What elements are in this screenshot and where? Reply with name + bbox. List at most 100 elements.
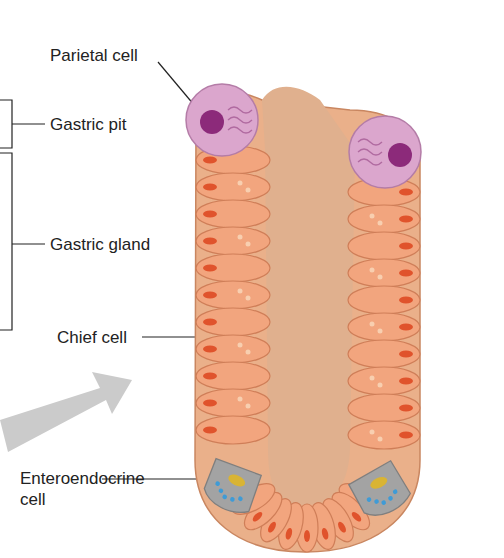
chief-cell bbox=[196, 335, 270, 363]
granule bbox=[373, 498, 379, 504]
chief-cell bbox=[348, 232, 420, 260]
cell-nucleus bbox=[203, 184, 217, 191]
chief-cell bbox=[348, 286, 420, 314]
cell-body bbox=[348, 232, 420, 260]
granule bbox=[238, 181, 243, 186]
pointer-arrow bbox=[0, 372, 132, 452]
parietal-cell bbox=[186, 84, 258, 156]
cell-nucleus bbox=[369, 474, 390, 491]
cell-body bbox=[196, 254, 270, 282]
chief-cell bbox=[196, 416, 270, 444]
cell-nucleus bbox=[399, 324, 413, 331]
part-label: Gastric gland bbox=[50, 234, 150, 255]
cell-body bbox=[348, 259, 420, 287]
cell-body bbox=[348, 286, 420, 314]
cell-body bbox=[348, 421, 420, 449]
chief-cell bbox=[348, 367, 420, 395]
cell-body bbox=[186, 84, 258, 156]
granule bbox=[246, 296, 251, 301]
chief-cell bbox=[348, 313, 420, 341]
cell-body bbox=[347, 459, 414, 523]
granule bbox=[370, 376, 375, 381]
cell-nucleus bbox=[321, 527, 330, 540]
leader-line bbox=[12, 243, 45, 244]
cell-nucleus bbox=[399, 351, 413, 358]
cell-body bbox=[348, 313, 420, 341]
granule bbox=[246, 188, 251, 193]
cell-nucleus bbox=[399, 270, 413, 277]
granule bbox=[378, 383, 383, 388]
leader-line bbox=[142, 336, 200, 337]
chief-cell bbox=[196, 362, 270, 390]
cell-body bbox=[348, 367, 420, 395]
chief-cell bbox=[196, 308, 270, 336]
granule bbox=[222, 494, 228, 500]
canaliculi bbox=[358, 139, 382, 165]
cell-nucleus bbox=[203, 157, 217, 164]
cell-nucleus bbox=[336, 520, 347, 533]
cell-body bbox=[196, 389, 270, 417]
chief-cell bbox=[196, 200, 270, 228]
cell-nucleus bbox=[203, 211, 217, 218]
part-label: Enteroendocrine cell bbox=[20, 468, 152, 510]
cell-body bbox=[348, 205, 420, 233]
chief-cell bbox=[348, 394, 420, 422]
cell-nucleus bbox=[388, 143, 412, 167]
granule bbox=[370, 214, 375, 219]
chief-cell bbox=[196, 254, 270, 282]
cell-body bbox=[196, 281, 270, 309]
cell-nucleus bbox=[399, 189, 413, 196]
granule bbox=[238, 235, 243, 240]
chief-cell bbox=[196, 389, 270, 417]
granule bbox=[378, 275, 383, 280]
cell-nucleus bbox=[399, 405, 413, 412]
granule bbox=[246, 404, 251, 409]
granule bbox=[246, 350, 251, 355]
cell-nucleus bbox=[399, 378, 413, 385]
bracket bbox=[0, 153, 12, 330]
cell-nucleus bbox=[399, 243, 413, 250]
cell-nucleus bbox=[203, 400, 217, 407]
chief-cell bbox=[196, 281, 270, 309]
cell-nucleus bbox=[266, 520, 277, 533]
granule bbox=[237, 496, 243, 502]
cell-body bbox=[349, 116, 421, 188]
part-label: Chief cell bbox=[57, 327, 127, 348]
cell-layer bbox=[196, 146, 420, 552]
cell-nucleus bbox=[203, 346, 217, 353]
cell-body bbox=[196, 227, 270, 255]
part-label: Parietal cell bbox=[50, 45, 138, 66]
cell-body bbox=[196, 416, 270, 444]
granule bbox=[229, 496, 235, 502]
granule bbox=[238, 397, 243, 402]
cell-nucleus bbox=[284, 527, 293, 540]
enteroendocrine-cell bbox=[198, 455, 265, 519]
cell-body bbox=[196, 362, 270, 390]
cell-nucleus bbox=[203, 292, 217, 299]
cell-nucleus bbox=[203, 319, 217, 326]
cell-nucleus bbox=[399, 297, 413, 304]
granule bbox=[378, 329, 383, 334]
granule bbox=[392, 489, 398, 495]
part-label: Gastric pit bbox=[50, 114, 127, 135]
leader-line bbox=[12, 123, 45, 124]
granule bbox=[246, 242, 251, 247]
cell-body bbox=[348, 340, 420, 368]
cell-body bbox=[196, 200, 270, 228]
chief-cell bbox=[348, 340, 420, 368]
cell-nucleus bbox=[200, 110, 224, 134]
cell-nucleus bbox=[251, 510, 264, 523]
cell-nucleus bbox=[399, 432, 413, 439]
parietal-cell bbox=[349, 116, 421, 188]
granule bbox=[238, 343, 243, 348]
cell-body bbox=[348, 394, 420, 422]
cell-nucleus bbox=[203, 427, 217, 434]
granule bbox=[370, 268, 375, 273]
chief-cell bbox=[348, 421, 420, 449]
granule bbox=[381, 500, 387, 506]
granule bbox=[387, 495, 393, 501]
enteroendocrine-cell bbox=[347, 459, 414, 523]
cell-nucleus bbox=[399, 216, 413, 223]
granule bbox=[215, 481, 221, 487]
bracket bbox=[0, 100, 12, 148]
